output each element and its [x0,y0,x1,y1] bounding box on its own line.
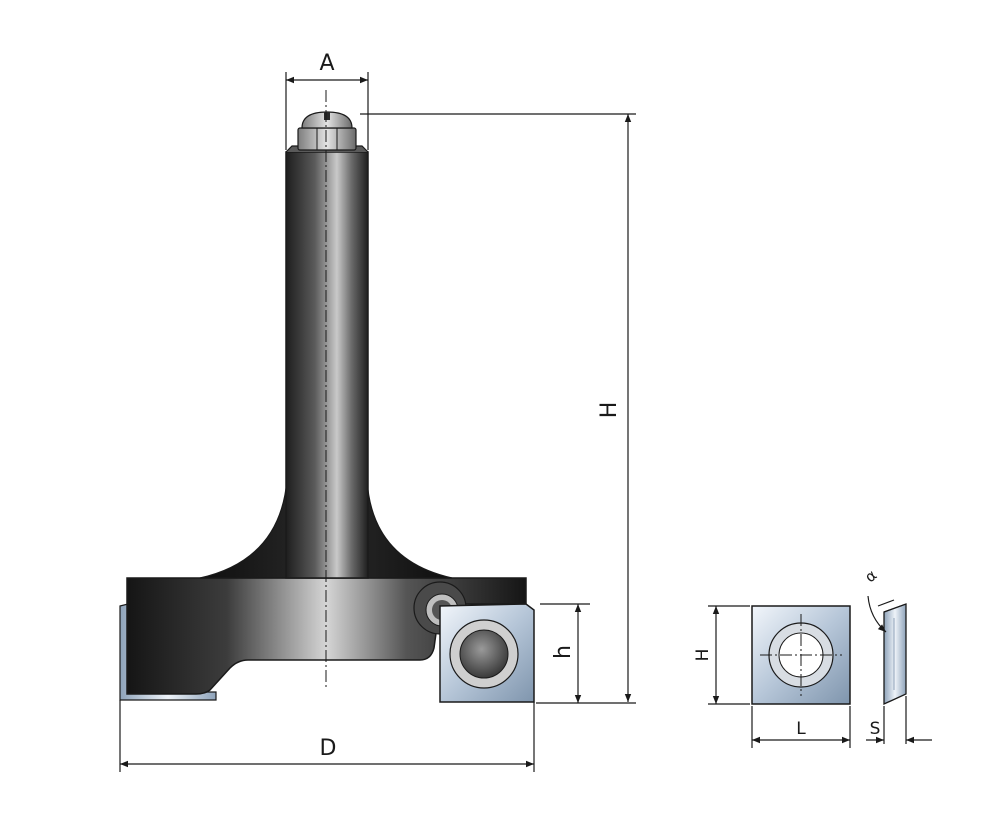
insert-angle-alpha-label: α [861,566,880,586]
dimension-D: D [119,700,535,772]
insert-front-view [751,605,851,705]
shank [285,151,369,579]
dimension-A-label: A [319,51,334,76]
router-bit [119,90,535,703]
insert-dimension-L: L [751,706,851,748]
dimension-h: h [536,603,636,704]
front-insert [439,603,535,703]
dimension-H-label: H [597,402,622,419]
insert-dimension-S: S [866,696,932,744]
insert-dimension-H: H [693,605,750,705]
insert-dimension-L-label: L [796,719,806,739]
dimension-h-label: h [551,645,576,659]
insert-dimension-H-label: H [693,649,713,662]
screw-nut [297,111,357,151]
insert-side-view [883,603,907,706]
insert-dimension-S-label: S [870,719,881,739]
dimension-D-label: D [320,736,337,761]
dimension-H: H [360,113,636,702]
dimension-A: A [285,51,369,150]
